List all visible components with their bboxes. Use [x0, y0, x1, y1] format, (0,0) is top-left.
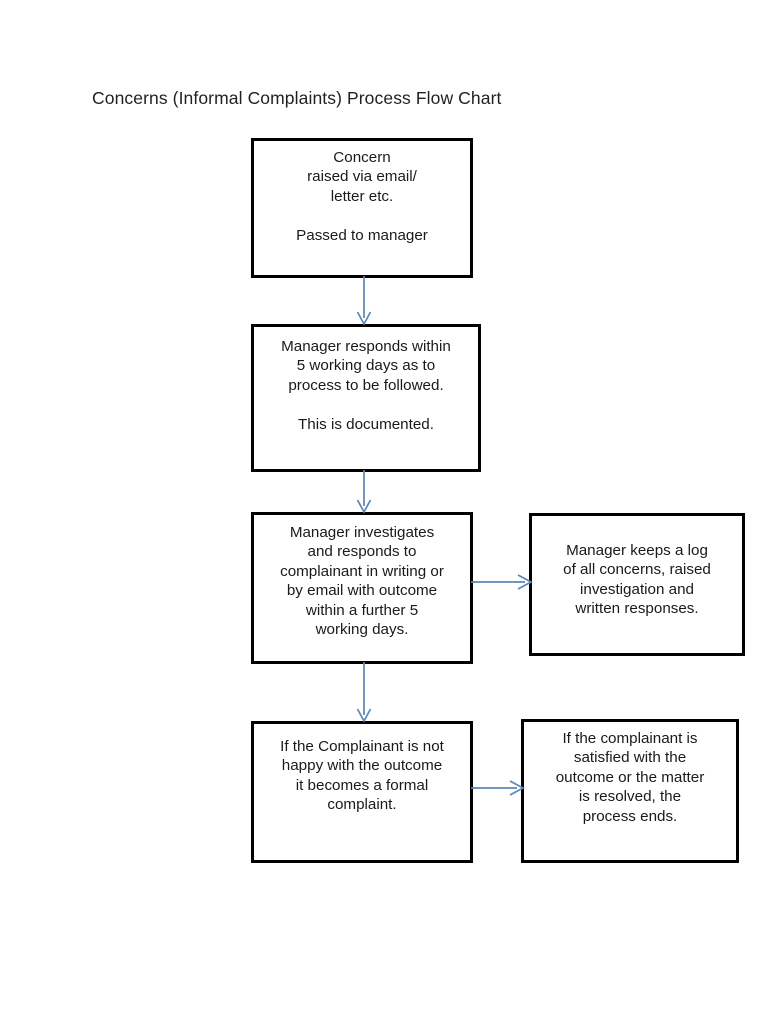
flow-node-manager-investigates-label: Manager investigates and responds to com…	[280, 524, 444, 639]
flow-node-concern: Concern raised via email/ letter etc. Pa…	[251, 138, 473, 278]
flow-node-manager-investigates: Manager investigates and responds to com…	[251, 512, 473, 664]
flow-node-manager-log-label: Manager keeps a log of all concerns, rai…	[563, 542, 711, 618]
flow-node-concern-label: Concern raised via email/ letter etc. Pa…	[296, 149, 428, 244]
arrow-formal-complaint-to-process-ends-icon	[471, 780, 525, 796]
arrow-manager-responds-to-investigates-icon	[356, 470, 372, 514]
flow-node-manager-responds-label: Manager responds within 5 working days a…	[281, 338, 451, 433]
arrow-concern-to-manager-responds-icon	[356, 276, 372, 326]
arrow-investigates-to-manager-log-icon	[471, 574, 533, 590]
flow-node-process-ends-label: If the complainant is satisfied with the…	[555, 730, 705, 825]
flow-node-formal-complaint-label: If the Complainant is not happy with the…	[280, 738, 444, 814]
flow-node-manager-responds: Manager responds within 5 working days a…	[251, 324, 481, 472]
flow-node-formal-complaint: If the Complainant is not happy with the…	[251, 721, 473, 863]
flow-node-process-ends: If the complainant is satisfied with the…	[521, 719, 739, 863]
flow-node-manager-log: Manager keeps a log of all concerns, rai…	[529, 513, 745, 656]
arrow-investigates-to-formal-complaint-icon	[356, 662, 372, 723]
page-title: Concerns (Informal Complaints) Process F…	[92, 88, 502, 108]
